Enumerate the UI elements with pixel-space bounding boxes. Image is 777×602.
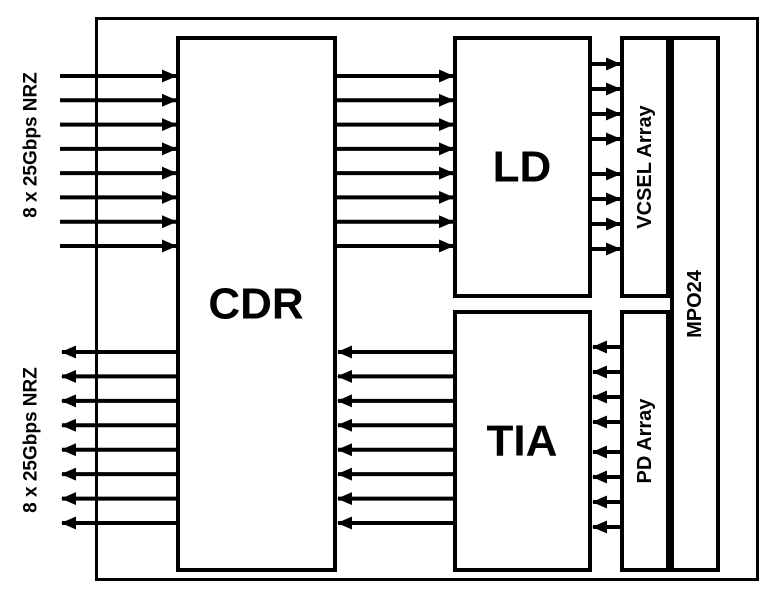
- mpo24-box: [670, 36, 720, 572]
- cdr-to-ld-arrows: [337, 69, 454, 253]
- output-arrows: [61, 345, 178, 530]
- tia-to-cdr-arrows: [337, 345, 453, 530]
- pd-to-tia-arrows: [592, 340, 621, 534]
- mpo24-label: MPO24: [684, 269, 706, 338]
- ld-box: [453, 36, 592, 298]
- ld-to-vcsel-arrows: [591, 57, 621, 256]
- pd-array-box: [620, 310, 670, 572]
- vcsel-array-label: VCSEL Array: [634, 104, 656, 228]
- input-arrows: [60, 69, 177, 253]
- tia-box: [453, 310, 592, 572]
- cdr-label: CDR: [208, 280, 303, 329]
- pd-array-label: PD Array: [634, 398, 656, 484]
- cdr-box: [176, 36, 337, 572]
- module-outline-box: [95, 17, 759, 581]
- ld-label: LD: [493, 143, 552, 192]
- vcsel-array-box: [620, 36, 670, 298]
- output-nrz-label-bottom: 8 x 25Gbps NRZ: [21, 367, 42, 513]
- tia-label: TIA: [487, 417, 558, 466]
- input-nrz-label-top: 8 x 25Gbps NRZ: [21, 72, 42, 218]
